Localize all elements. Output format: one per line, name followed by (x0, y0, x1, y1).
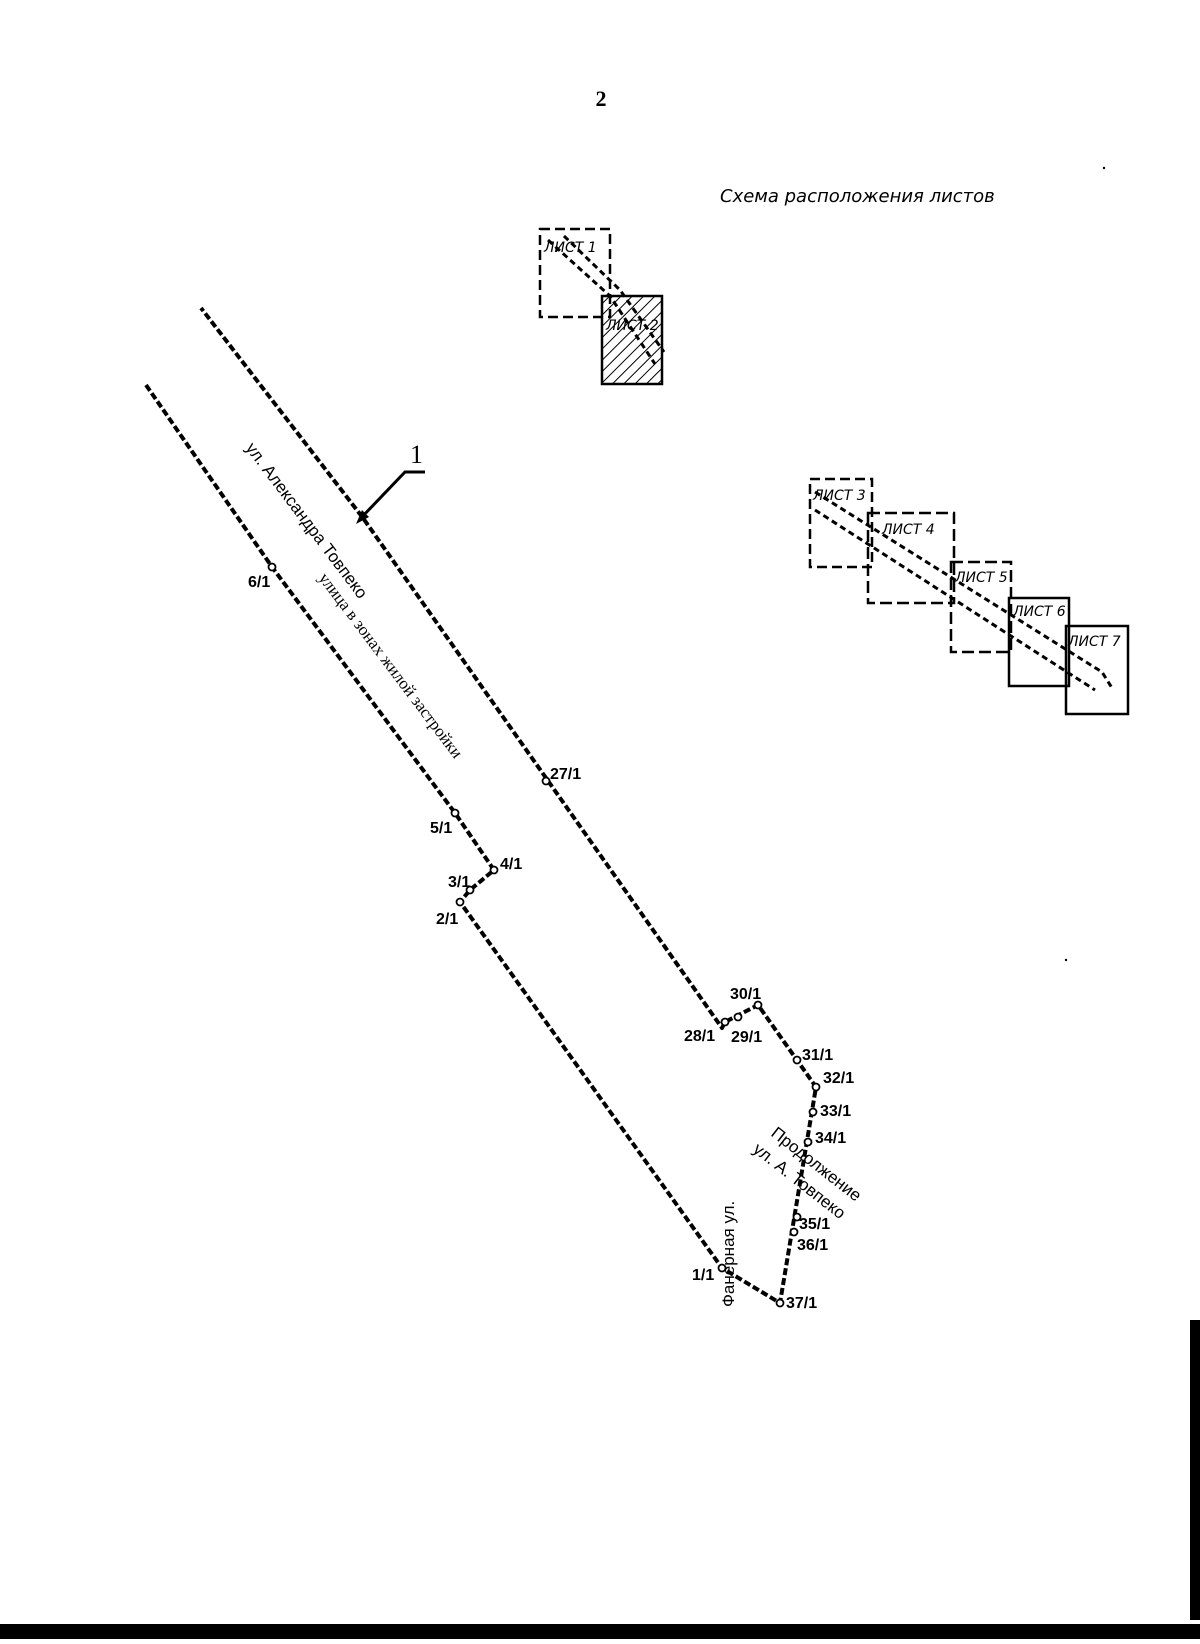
point-label-1-1: 1/1 (692, 1267, 714, 1284)
point-label-5-1: 5/1 (430, 820, 452, 837)
street-faner: Фанерная ул. (719, 1201, 738, 1307)
callout-label: 1 (410, 440, 423, 469)
point-label-33-1: 33/1 (820, 1103, 851, 1120)
point-marker (267, 562, 277, 572)
sheet-4-frame (866, 511, 956, 605)
sheet-layout-scheme: ЛИСТ 1 ЛИСТ 2 ЛИСТ 3 ЛИСТ 4 ЛИСТ 5 ЛИСТ … (538, 227, 1130, 716)
sheet-2-frame (600, 294, 664, 386)
sheet-3-frame (808, 477, 874, 569)
speck (1102, 166, 1106, 170)
point-label-31-1: 31/1 (802, 1047, 833, 1064)
point-marker (803, 1137, 813, 1147)
point-label-3-1: 3/1 (448, 874, 470, 891)
point-marker (465, 885, 475, 895)
sheet-5-label: ЛИСТ 5 (954, 570, 1008, 586)
point-label-36-1: 36/1 (797, 1237, 828, 1254)
point-marker (808, 1107, 818, 1117)
point-label-27-1: 27/1 (550, 766, 581, 783)
boundary-polyline (144, 306, 818, 1305)
point-marker (720, 1017, 730, 1027)
point-marker (792, 1055, 802, 1065)
point-marker (733, 1012, 743, 1022)
point-label-30-1: 30/1 (730, 986, 761, 1003)
sheet-5-frame (949, 560, 1013, 654)
road-trace-1 (546, 238, 657, 365)
point-label-4-1: 4/1 (500, 856, 522, 873)
sheet-6-frame (1007, 596, 1071, 688)
point-label-37-1: 37/1 (786, 1295, 817, 1312)
point-marker (450, 808, 460, 818)
sheet-6-label: ЛИСТ 6 (1012, 604, 1066, 620)
point-marker (775, 1298, 785, 1308)
point-label-32-1: 32/1 (823, 1070, 854, 1087)
callout-1: 1 (356, 440, 425, 524)
point-marker (811, 1082, 821, 1092)
point-label-28-1: 28/1 (684, 1028, 715, 1045)
point-marker (789, 1227, 799, 1237)
point-marker (792, 1212, 802, 1222)
point-marker (753, 1000, 763, 1010)
point-label-29-1: 29/1 (731, 1029, 762, 1046)
point-marker (455, 897, 465, 907)
sheet-1-frame (538, 227, 612, 319)
scan-edge-right (1190, 1320, 1200, 1620)
sheet-3-label: ЛИСТ 3 (812, 488, 866, 504)
point-label-2-1: 2/1 (436, 911, 458, 928)
sheet-2-label: ЛИСТ 2 (605, 318, 659, 334)
point-labels: 6/1 27/1 5/1 4/1 3/1 2/1 30/1 28/1 29/1 … (248, 574, 854, 1312)
road-trace-3 (814, 490, 1114, 689)
speck (1064, 958, 1068, 962)
sheet-4-label: ЛИСТ 4 (881, 522, 935, 538)
scan-edge (0, 1624, 1200, 1639)
scheme-title: Схема расположения листов (720, 186, 995, 207)
street-main-type: улица в зонах жилой застройки (315, 569, 467, 762)
point-label-35-1: 35/1 (799, 1216, 830, 1233)
point-marker (717, 1263, 727, 1273)
callout-arrowhead (356, 510, 369, 524)
point-label-34-1: 34/1 (815, 1130, 846, 1147)
road-trace-2 (562, 234, 666, 353)
sheet-7-frame (1064, 624, 1130, 716)
point-label-6-1: 6/1 (248, 574, 270, 591)
land-boundary (144, 306, 821, 1308)
road-trace-4 (814, 508, 1096, 692)
callout-leader (358, 470, 425, 521)
point-marker (541, 776, 551, 786)
sheet-1-label: ЛИСТ 1 (543, 240, 597, 256)
sheet-7-label: ЛИСТ 7 (1067, 634, 1121, 650)
point-marker (489, 865, 499, 875)
point-markers (267, 562, 821, 1308)
page-number: 2 (596, 86, 607, 111)
